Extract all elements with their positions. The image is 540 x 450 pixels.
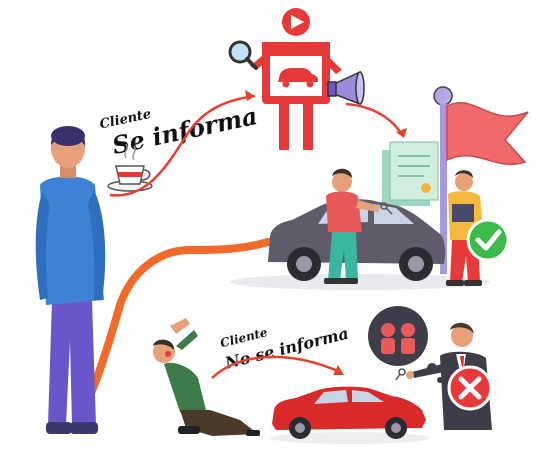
research-figure xyxy=(250,8,342,150)
coffee-cup-icon xyxy=(107,143,153,192)
megaphone-icon xyxy=(327,70,365,106)
check-badge-icon xyxy=(466,218,510,262)
key-icon xyxy=(380,202,393,215)
arrow-to-purchase-head xyxy=(333,365,344,375)
salesman xyxy=(324,168,393,284)
car-icon xyxy=(278,68,318,88)
documents xyxy=(382,141,439,206)
magnifier-icon xyxy=(228,40,258,70)
arrow-to-deal-head xyxy=(396,128,407,138)
arrow-to-research xyxy=(109,94,256,197)
cross-badge-icon xyxy=(447,365,493,411)
arrow-to-purchase xyxy=(211,355,341,379)
kneeling-person xyxy=(153,318,260,436)
arrow-to-deal xyxy=(345,102,404,136)
red-car xyxy=(270,386,430,444)
play-icon xyxy=(291,15,304,29)
informed-label: Cliente Se informa xyxy=(98,101,259,160)
connector-wave xyxy=(78,238,272,416)
flag-icon xyxy=(433,86,529,274)
arrow-to-research-head xyxy=(245,90,255,101)
standing-person xyxy=(35,126,106,434)
key-icon xyxy=(395,368,406,381)
